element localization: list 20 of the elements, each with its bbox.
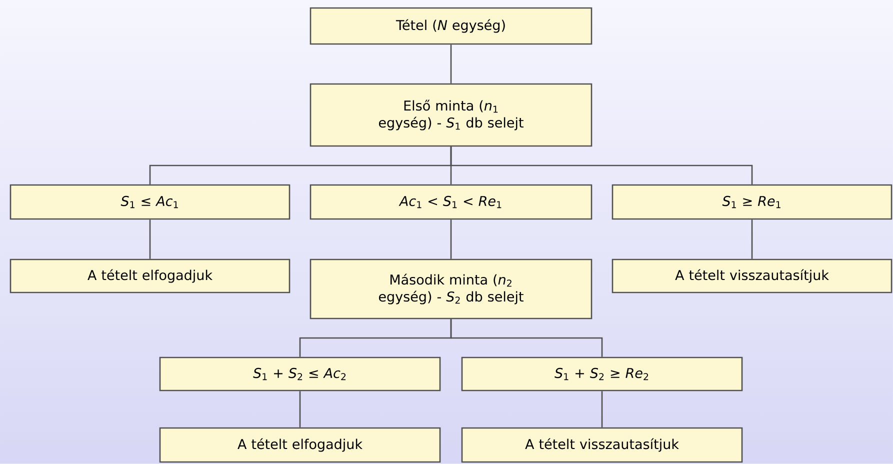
connector-line: [601, 391, 603, 428]
process-box: S$_{1}$ ≤ Ac$_{1}$: [10, 184, 290, 220]
process-box: Második minta (n$_{2}$ egység) - S$_{2}$ db selejt: [310, 258, 592, 320]
process-box: S$_{1}$ ≥ Re$_{1}$: [612, 184, 892, 220]
connector-line: [299, 391, 301, 428]
connector-line: [450, 220, 452, 259]
connector-line: [450, 146, 753, 184]
process-box: A tételt elfogadjuk: [159, 427, 441, 463]
connector-line: [450, 319, 603, 357]
connector-line: [751, 220, 753, 259]
process-box: S$_{1}$ + S$_{2}$ ≤ Ac$_{2}$: [159, 356, 441, 392]
connector-line: [149, 220, 151, 259]
connector-line: [450, 44, 452, 84]
process-box: Tétel (N egység): [310, 7, 592, 45]
process-box: S$_{1}$ + S$_{2}$ ≥ Re$_{2}$: [461, 356, 743, 392]
process-box: A tételt visszautasítjuk: [461, 427, 743, 463]
process-box: Ac$_{1}$ < S$_{1}$ < Re$_{1}$: [310, 184, 592, 220]
process-box: Első minta (n$_{1}$ egység) - S$_{1}$ db selejt: [310, 83, 592, 147]
process-box: A tételt visszautasítjuk: [612, 258, 892, 294]
process-box: A tételt elfogadjuk: [10, 258, 290, 294]
